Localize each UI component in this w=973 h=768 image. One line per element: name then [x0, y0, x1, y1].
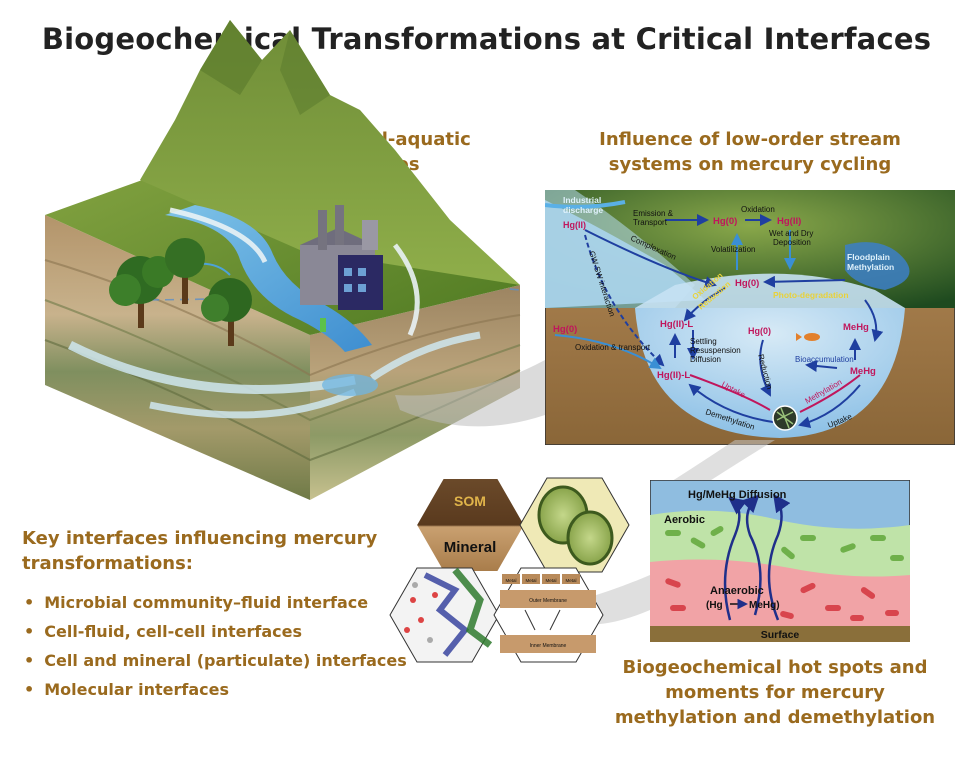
key-interfaces-list: Microbial community–fluid interface Cell… [24, 588, 407, 704]
hotspots-heading-line3: methylation and demethylation [614, 707, 936, 728]
emission-line2: Transport [633, 218, 668, 227]
key-heading-line2: transformations: [22, 553, 193, 574]
oxidation-transport-label: Oxidation & transport [575, 343, 651, 352]
mehg-upper-label: MeHg [843, 322, 869, 333]
floodplain-line1: Floodplain [847, 252, 890, 262]
hotspots-heading-line1: Biogeochemical hot spots and [622, 657, 928, 678]
metal-label-4: Metal [565, 578, 576, 583]
wet-line2: Deposition [773, 238, 811, 247]
photo-degradation-label: Photo-degradation [773, 290, 849, 300]
stream-heading-line2: systems on mercury cycling [608, 154, 892, 175]
surface-label: Surface [761, 629, 800, 641]
oxidation-label: Oxidation [741, 205, 775, 214]
stream-cycle-panel: Industrial discharge Hg(II) Emission & T… [545, 190, 955, 445]
hg0-top-label: Hg(0) [713, 216, 737, 227]
som-label: SOM [454, 493, 486, 509]
key-heading: Key interfaces influencing mercury trans… [22, 526, 382, 576]
bioaccumulation-label: Bioaccumulation [795, 355, 854, 364]
hgiil-lower-label: Hg(II)-L [657, 370, 690, 381]
settling-label: Settling [690, 337, 717, 346]
metal-label-1: Metal [505, 578, 516, 583]
mineral-label: Mineral [444, 539, 497, 556]
hg0-mid-label: Hg(0) [735, 278, 759, 289]
metal-label-3: Metal [545, 578, 556, 583]
list-item: Molecular interfaces [24, 675, 407, 704]
factory-icon [300, 205, 383, 332]
anaerobic-label: Anaerobic [710, 585, 764, 597]
hgiil-upper-label: Hg(II)-L [660, 319, 693, 330]
key-heading-line1: Key interfaces influencing mercury [22, 528, 378, 549]
hotspots-heading-line2: moments for mercury [665, 682, 885, 703]
metal-label-2: Metal [525, 578, 536, 583]
list-item: Cell-fluid, cell-cell interfaces [24, 617, 407, 646]
stream-heading: Influence of low-order stream systems on… [560, 127, 940, 177]
diffusion-label: Diffusion [690, 355, 721, 364]
hexagon-cluster: SOM Mineral Metal Metal Metal Metal Oute… [389, 477, 630, 663]
aerobic-label: Aerobic [664, 514, 705, 526]
outer-membrane-label: Outer Membrane [529, 598, 567, 604]
industrial-line2: discharge [563, 205, 603, 215]
hg0-left-label: Hg(0) [553, 324, 577, 335]
page-title: Biogeochemical Transformations at Critic… [41, 22, 932, 56]
resuspension-label: Resuspension [690, 346, 741, 355]
som-mineral-hex [414, 477, 527, 573]
hgii-top-label: Hg(II) [563, 220, 586, 230]
floodplain-line2: Methylation [847, 262, 894, 272]
reaction-right-label: MeHg) [749, 600, 780, 611]
stream-heading-line1: Influence of low-order stream [599, 129, 901, 150]
reaction-left-label: (Hg [706, 600, 723, 611]
volatilization-label: Volatilization [711, 245, 755, 254]
diffusion-label: Hg/MeHg Diffusion [688, 489, 787, 501]
river [165, 205, 372, 352]
emission-line1: Emission & [633, 209, 674, 218]
trees [109, 238, 252, 346]
hgii-right-label: Hg(II) [777, 216, 801, 227]
inner-membrane-label: Inner Membrane [530, 643, 567, 649]
hg0-low-label: Hg(0) [748, 326, 771, 336]
industrial-line1: Industrial [563, 195, 601, 205]
biofilm-panel: Hg/MeHg Diffusion Aerobic Anaerobic (Hg … [650, 480, 910, 642]
hotspots-heading: Biogeochemical hot spots and moments for… [610, 655, 940, 730]
list-item: Microbial community–fluid interface [24, 588, 407, 617]
wet-line1: Wet and Dry [769, 229, 813, 238]
bacteria-aerobic [665, 526, 904, 561]
bacteria-anaerobic [665, 578, 899, 621]
list-item: Cell and mineral (particulate) interface… [24, 646, 407, 675]
mehg-lower-label: MeHg [850, 366, 876, 377]
